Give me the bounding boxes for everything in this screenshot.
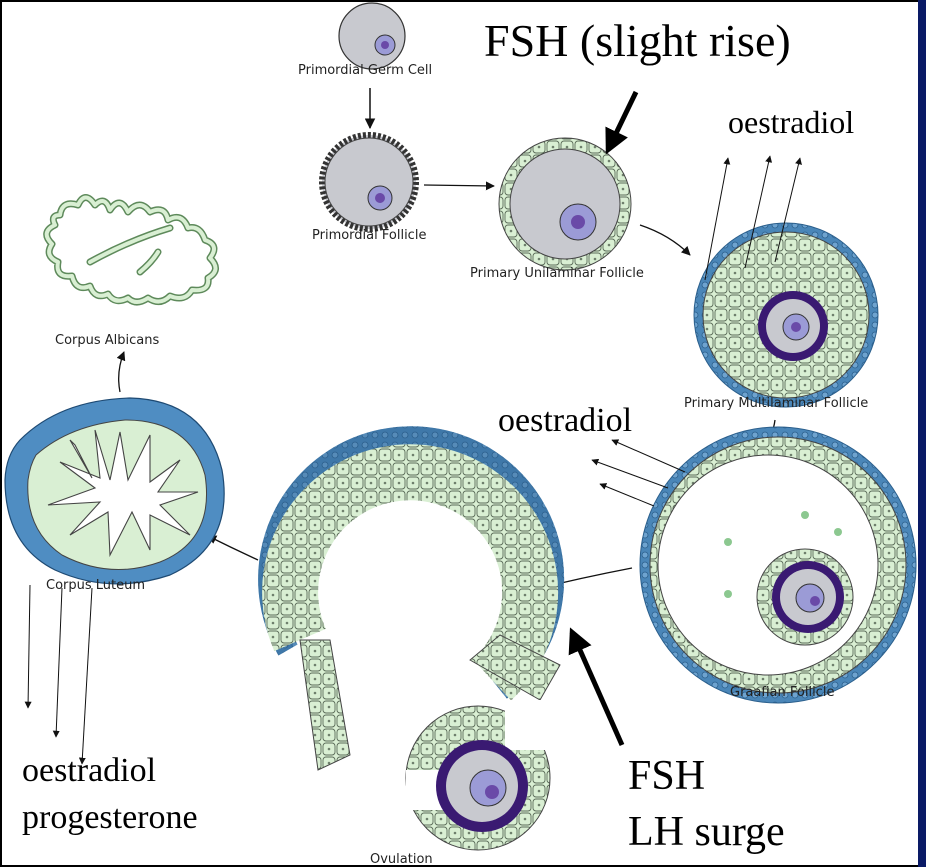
label-primordial-germ-cell: Primordial Germ Cell [298,63,433,78]
corpus-luteum-graphic [4,397,225,585]
arrow-fsh-slight-rise [605,90,639,155]
label-progesterone: progesterone [22,799,198,836]
right-edge-bar [918,0,926,867]
label-oestradiol-bottom: oestradiol [22,752,157,789]
arrow-oestradiol-3 [774,157,802,263]
arrow-oestradiol-2 [744,155,773,269]
primordial-follicle-graphic [319,132,419,232]
arrow-oestradiol-5 [591,458,669,489]
label-oestradiol-top: oestradiol [728,104,855,140]
label-primordial-follicle: Primordial Follicle [312,228,427,243]
corpus-albicans-graphic [43,194,219,306]
primordial-germ-cell-graphic [338,2,406,70]
arrow-fsh-lh-surge [568,627,625,747]
arrow-luteum-hormone-2 [52,587,63,738]
label-lh-surge: LH surge [628,809,785,855]
label-fsh-slight-rise: FSH (slight rise) [484,15,791,66]
label-primary-multilaminar: Primary Multilaminar Follicle [684,396,869,411]
ovulation-graphic [258,426,565,851]
arrow-oestradiol-1 [704,157,731,281]
label-oestradiol-mid: oestradiol [498,402,633,439]
arrow-luteum-hormone-3 [78,587,93,765]
arrow-oestradiol-6 [599,483,655,507]
label-corpus-albicans: Corpus Albicans [55,333,160,348]
label-fsh: FSH [628,753,706,799]
label-corpus-luteum: Corpus Luteum [46,578,146,593]
arrow-luteum-to-albicans [116,351,126,393]
primary-multilaminar-follicle-graphic [693,222,879,408]
primary-unilaminar-follicle-graphic [498,137,632,271]
label-ovulation: Ovulation [370,852,433,867]
arrow-luteum-hormone-1 [24,584,32,709]
arrow-oestradiol-4 [611,439,686,473]
arrow-unilaminar-to-multilaminar [639,224,691,256]
arrow-primordial-to-unilaminar [423,181,495,191]
label-graafian-follicle: Graafian Follicle [730,685,835,700]
graafian-follicle-graphic [639,426,917,704]
label-primary-unilaminar: Primary Unilaminar Follicle [470,266,644,281]
arrow-ovulation-to-corpus-luteum [207,535,259,561]
